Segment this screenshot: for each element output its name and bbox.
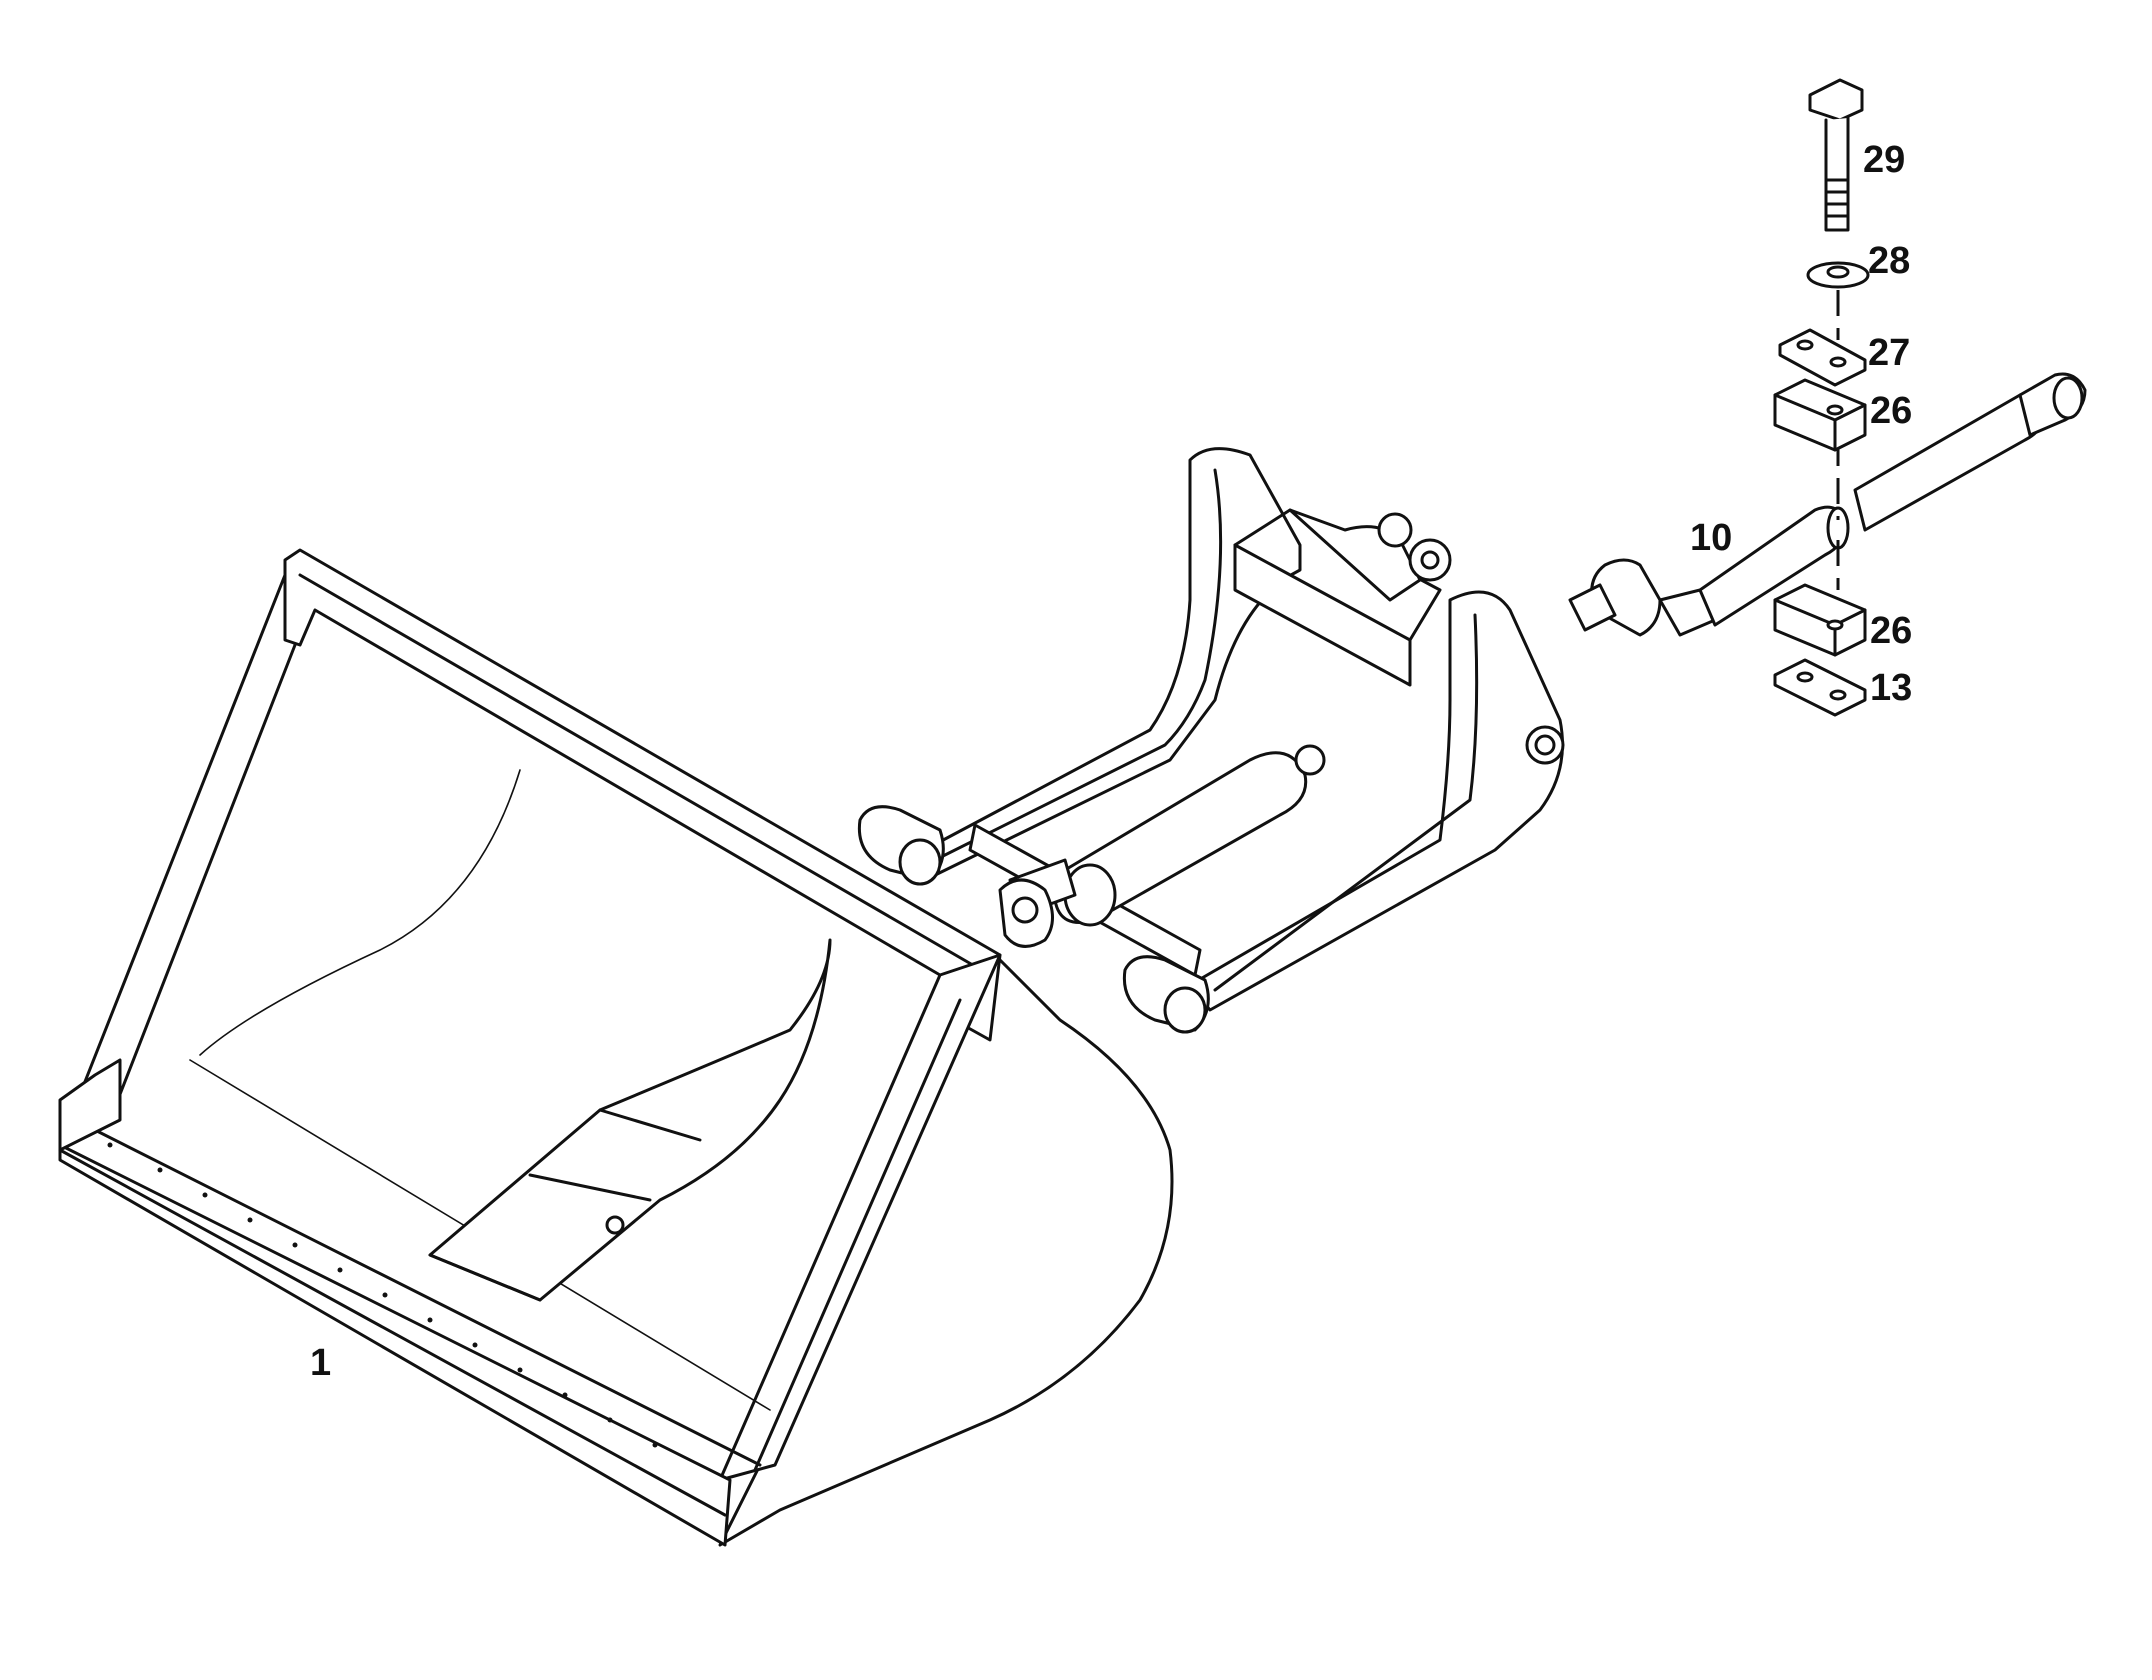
bucket: [58, 548, 1174, 1547]
clamp-assembly: [1773, 78, 1870, 717]
hydraulic-cylinder: [998, 744, 1326, 948]
callout-29: 29: [1863, 139, 1905, 181]
callout-13: 13: [1870, 667, 1912, 709]
callout-26-lower: 26: [1870, 610, 1912, 652]
loader-frame: [857, 447, 1565, 1034]
callout-1: 1: [310, 1342, 331, 1384]
hydraulic-hose: [1568, 372, 2087, 637]
callout-26-upper: 26: [1870, 390, 1912, 432]
callout-27: 27: [1868, 332, 1910, 374]
callout-28: 28: [1868, 240, 1910, 282]
callout-10: 10: [1690, 517, 1732, 559]
